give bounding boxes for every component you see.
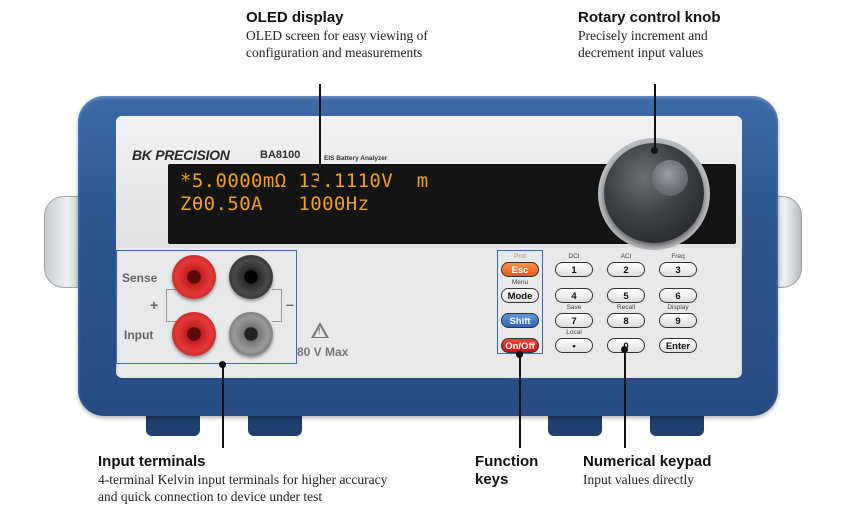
function-keys-annotation-title-2: keys (475, 471, 509, 488)
warning-triangle-inner (314, 326, 326, 337)
terminals-annotation-title: Input terminals (98, 453, 206, 470)
warning-exclamation: ! (318, 327, 321, 336)
key-decimal[interactable]: • (555, 338, 593, 353)
function-keys-leader-line (519, 354, 521, 448)
knob-annotation: Rotary control knob Precisely increment … (578, 9, 721, 61)
keypad-annotation-title: Numerical keypad (583, 453, 712, 470)
knob-annotation-line-2: decrement input values (578, 45, 704, 60)
oled-annotation-line-2: configuration and measurements (246, 45, 423, 60)
key-label-dci: DCI (568, 253, 580, 260)
display-line-1: *5.0000mΩ 13.1110V m (180, 170, 429, 192)
key-label-freq: Freq (671, 253, 685, 260)
oled-annotation: OLED display OLED screen for easy viewin… (246, 9, 428, 61)
keypad-leader-dot (621, 346, 628, 353)
key-label-prot: Prot (514, 253, 526, 260)
key-label-aci: ACI (620, 253, 632, 260)
display-line-2: Zθ0.50A 1000Hz (180, 193, 370, 215)
key-6[interactable]: 6 (659, 288, 697, 303)
key-label-menu: Menu (511, 279, 529, 286)
esc-key[interactable]: Esc (501, 262, 539, 277)
keypad-leader-line (624, 350, 626, 448)
sense-label: Sense (122, 271, 158, 285)
voltage-max-label: 80 V Max (297, 345, 349, 359)
sense-negative-terminal[interactable] (229, 255, 273, 299)
knob-annotation-title: Rotary control knob (578, 9, 721, 26)
function-keys-annotation-title-1: Function (475, 453, 539, 470)
key-1[interactable]: 1 (555, 262, 593, 277)
product-subtitle: EIS Battery Analyzer (324, 155, 388, 162)
key-8[interactable]: 8 (607, 313, 645, 328)
key-label-save: Save (566, 304, 582, 311)
input-positive-terminal[interactable] (172, 312, 216, 356)
terminals-leader-line (222, 364, 224, 448)
input-label: Input (124, 328, 154, 342)
key-4[interactable]: 4 (555, 288, 593, 303)
polarity-bracket-left (166, 289, 176, 322)
mode-key[interactable]: Mode (501, 288, 539, 303)
minus-label: – (286, 296, 294, 312)
knob-finger-dimple (652, 160, 688, 196)
shift-key[interactable]: Shift (501, 313, 539, 328)
function-keys-callout-box (497, 250, 543, 354)
keypad-annotation: Numerical keypad Input values directly (583, 453, 711, 488)
terminals-leader-dot (219, 361, 226, 368)
key-9[interactable]: 9 (659, 313, 697, 328)
key-7[interactable]: 7 (555, 313, 593, 328)
knob-leader-dot (651, 147, 658, 154)
knob-annotation-line-1: Precisely increment and (578, 28, 708, 43)
key-2[interactable]: 2 (607, 262, 645, 277)
terminals-annotation-line-2: and quick connection to device under tes… (98, 489, 323, 504)
key-enter[interactable]: Enter (659, 338, 697, 353)
sense-positive-terminal[interactable] (172, 255, 216, 299)
oled-leader-line (319, 84, 321, 184)
oled-annotation-line-1: OLED screen for easy viewing of (246, 28, 428, 43)
brand-logo: BK PRECISION (132, 147, 230, 163)
key-5[interactable]: 5 (607, 288, 645, 303)
keypad-annotation-line-1: Input values directly (583, 472, 694, 487)
key-label-recall: Recall (616, 304, 636, 311)
polarity-bracket-right (272, 289, 282, 322)
model-label: BA8100 (260, 149, 301, 161)
oled-leader-dot (316, 181, 323, 188)
key-label-display: Display (667, 304, 689, 311)
terminals-annotation-line-1: 4-terminal Kelvin input terminals for hi… (98, 472, 388, 487)
oled-annotation-title: OLED display (246, 9, 344, 26)
rotary-knob[interactable] (604, 143, 704, 243)
key-label-local: Local (566, 329, 582, 336)
key-3[interactable]: 3 (659, 262, 697, 277)
function-keys-annotation: Function keys (475, 453, 538, 489)
terminals-callout-box (116, 250, 297, 364)
function-keys-leader-dot (516, 351, 523, 358)
plus-label: + (150, 297, 159, 313)
terminals-annotation: Input terminals 4-terminal Kelvin input … (98, 453, 387, 505)
input-negative-terminal[interactable] (229, 312, 273, 356)
knob-leader-line (654, 84, 656, 150)
